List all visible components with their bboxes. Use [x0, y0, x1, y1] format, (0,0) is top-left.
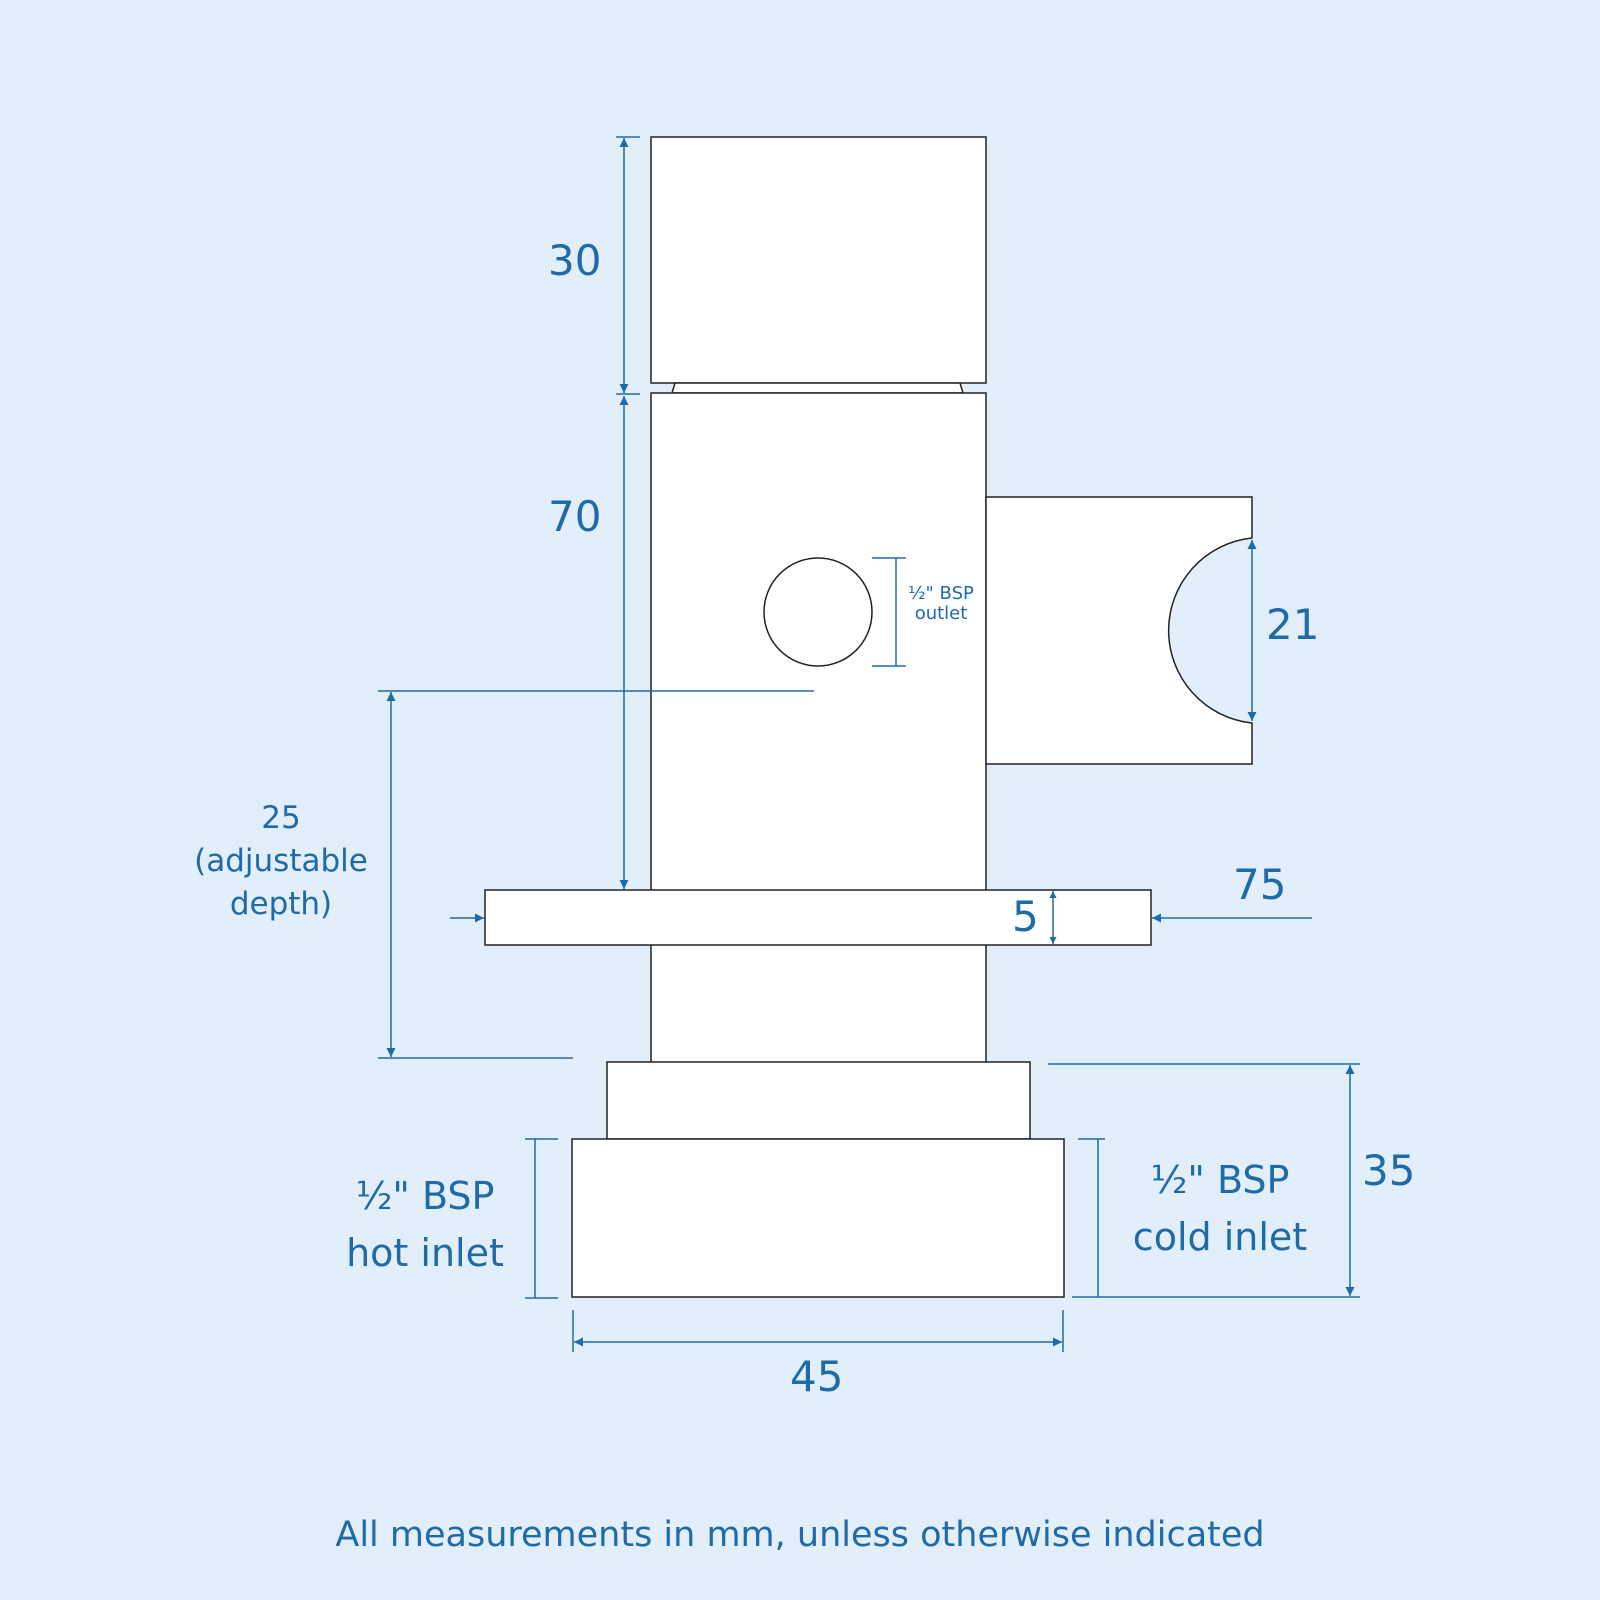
- handle-cap: [650, 136, 987, 384]
- dim-side-cutout: 21: [1266, 600, 1320, 649]
- dim-flange-width: 75: [1233, 860, 1287, 909]
- dim-body-height: 70: [548, 492, 602, 541]
- side-handle: [985, 496, 1253, 765]
- dim-adjustable-depth: 25 (adjustable depth): [194, 800, 368, 922]
- dim-base-height: 35: [1362, 1146, 1416, 1195]
- neck: [670, 382, 965, 394]
- hot-inlet-label: ½" BSP hot inlet: [346, 1174, 504, 1275]
- flange-plate: [484, 889, 1152, 946]
- inlet-collar: [606, 1061, 1031, 1140]
- dim-base-width: 45: [790, 1352, 844, 1401]
- dim-handle-height: 30: [548, 236, 602, 285]
- inlet-base: [571, 1138, 1065, 1298]
- cold-inlet-label: ½" BSP cold inlet: [1132, 1158, 1308, 1259]
- dim-flange-thickness: 5: [1012, 892, 1039, 941]
- outlet-label: ½" BSP outlet: [908, 583, 974, 624]
- footer-note: All measurements in mm, unless otherwise…: [335, 1515, 1265, 1555]
- valve-body: [650, 392, 987, 1064]
- outlet-circle: [763, 557, 873, 667]
